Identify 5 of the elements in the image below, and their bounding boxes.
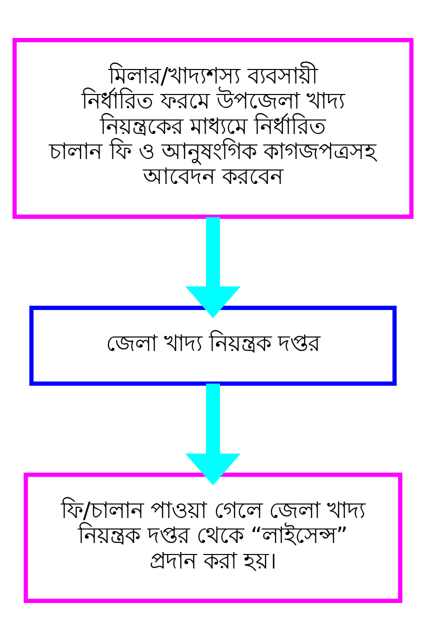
node-box: ফি/চালান পাওয়া গেলে জেলা খাদ্য নিয়ন্ত্রক দপ্তর থেকে “লাইসেন্স” প্রদান করা হয়। [23, 472, 402, 603]
node-box: জেলা খাদ্য নিয়ন্ত্রক দপ্তর [28, 305, 396, 386]
arrow [184, 383, 240, 485]
node-box: মিলার/খাদ্যশস্য ব্যবসায়ী নির্ধারিত ফরমে উপজেলা খাদ্য নিয়ন্ত্রকের মাধ্যমে নির্ধারিত চালান ফি ও আনুষংগিক কাগজপত্রসহ আবেদন করবেন [12, 37, 413, 218]
arrow [184, 216, 240, 318]
